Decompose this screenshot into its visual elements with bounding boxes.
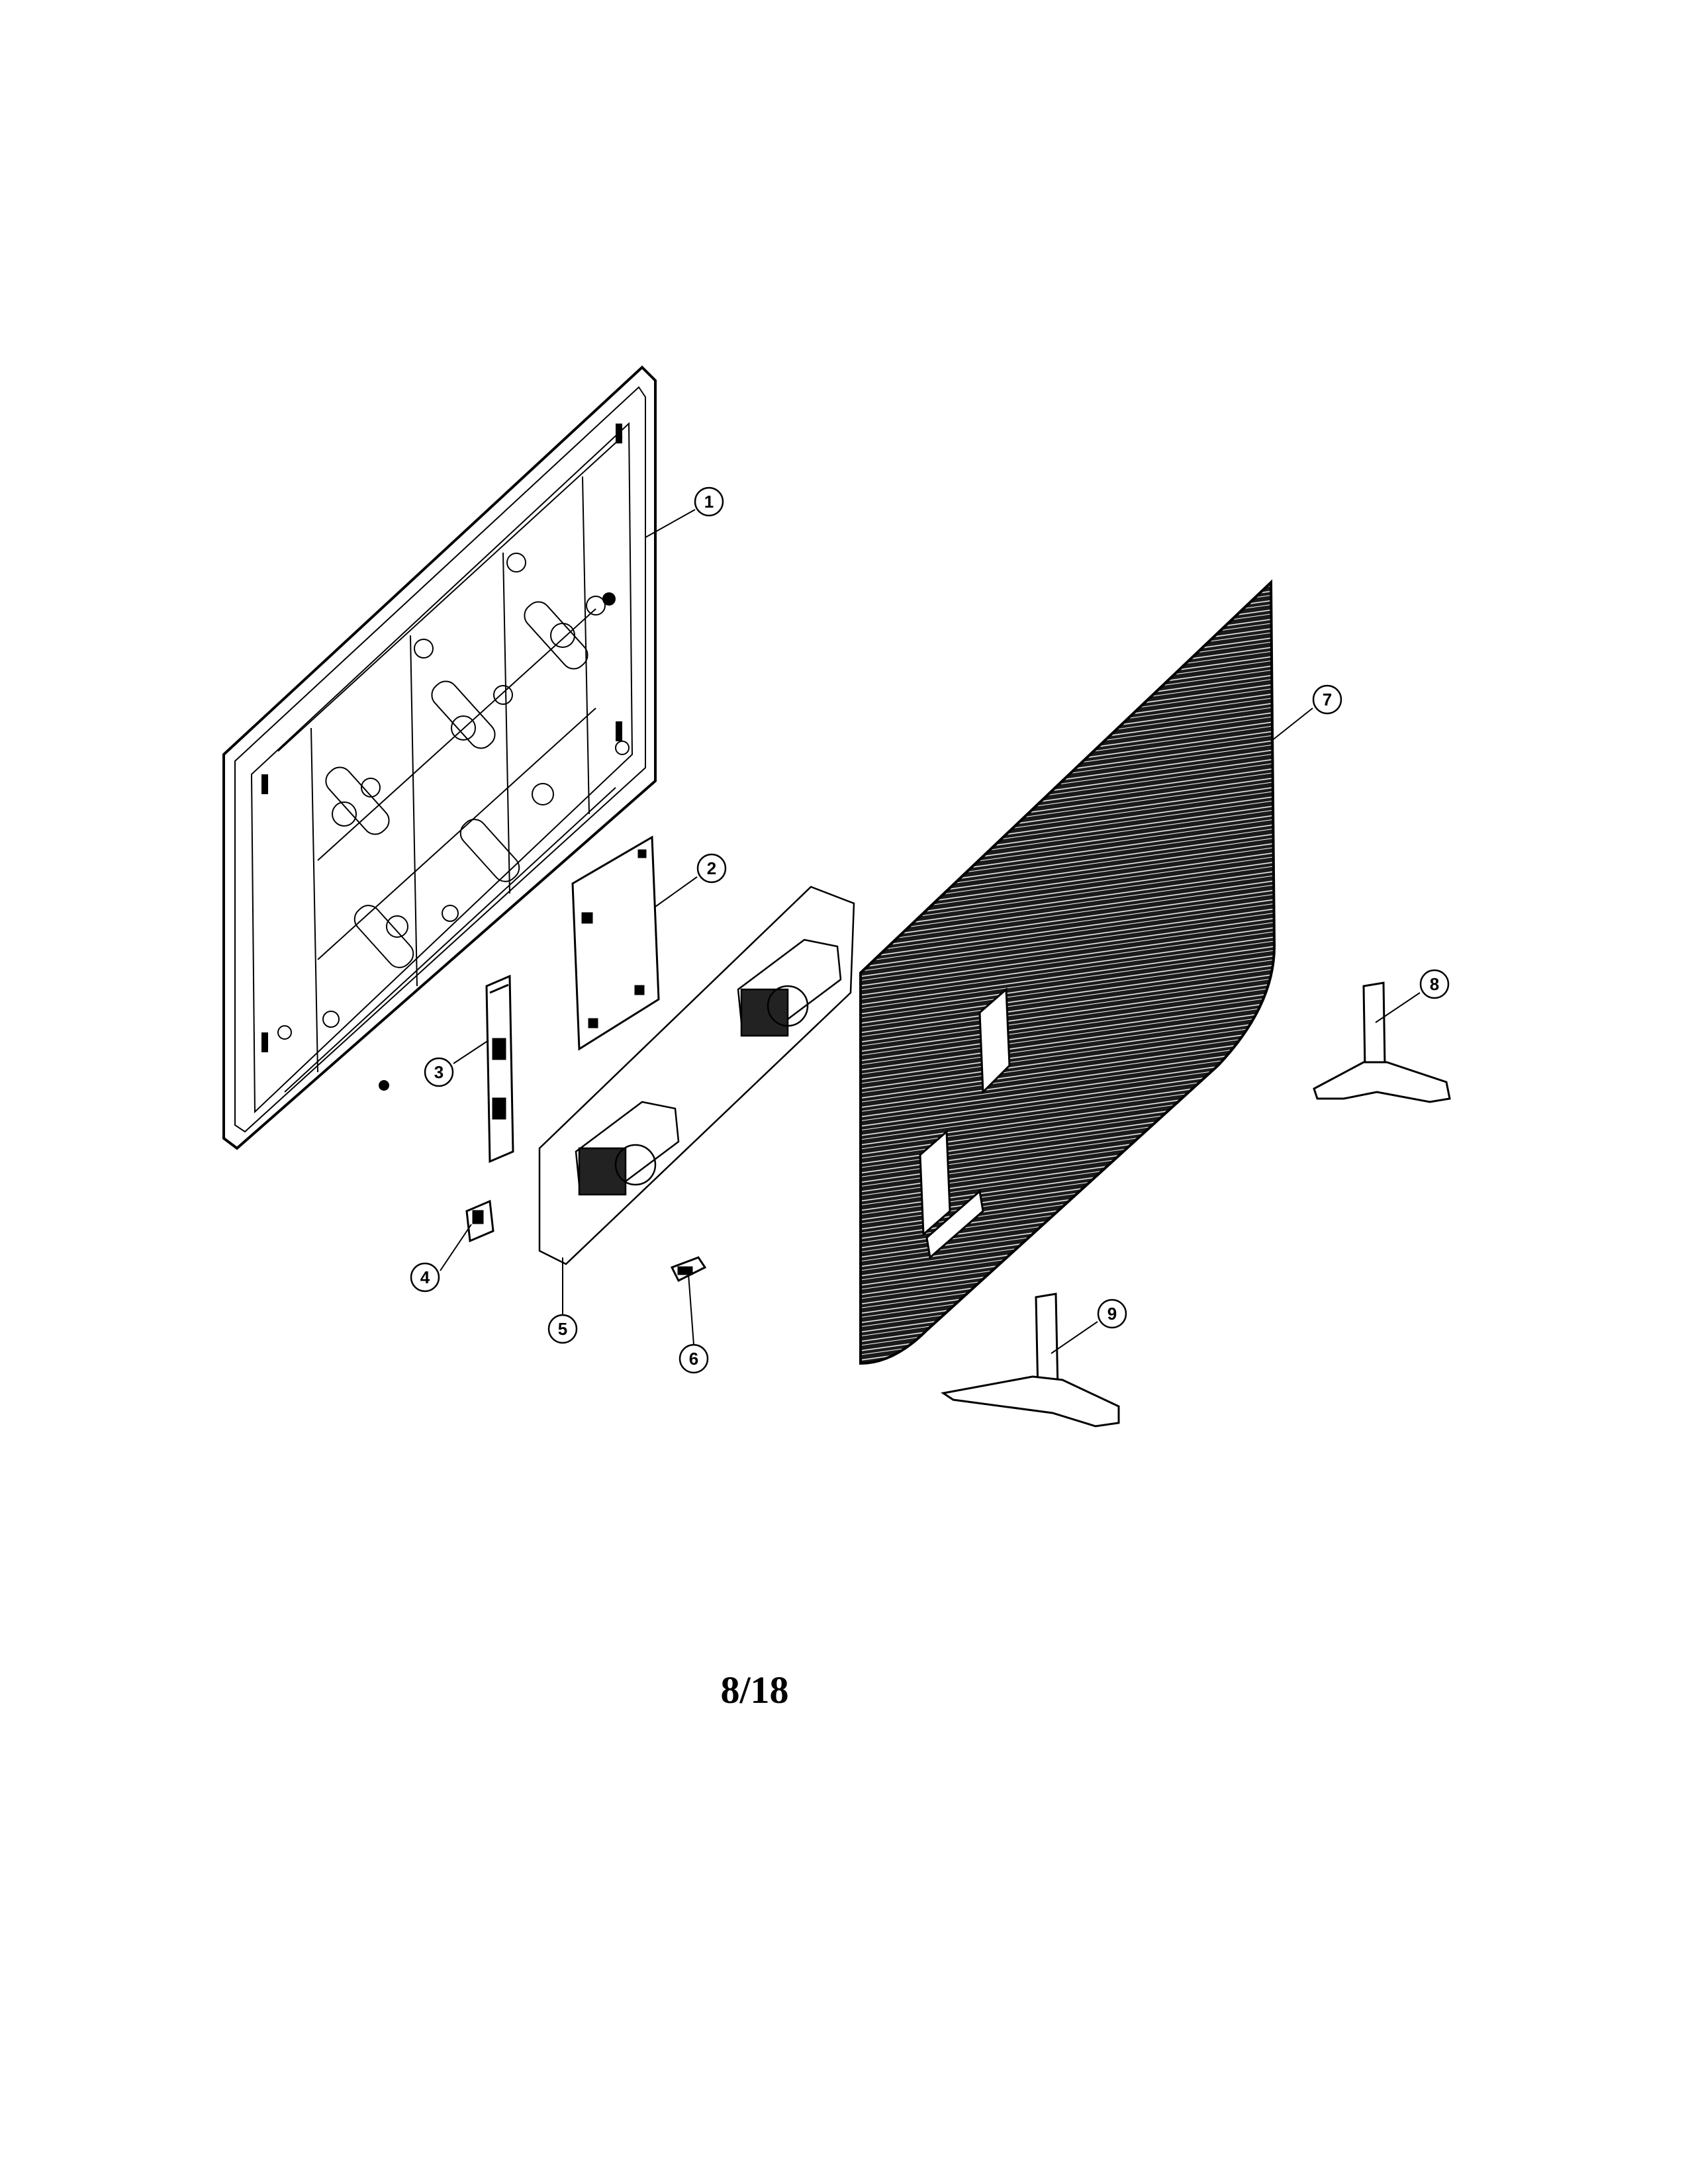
page-number: 8/18 bbox=[720, 1668, 789, 1711]
part-5-speaker-assembly bbox=[538, 886, 855, 1265]
part-4-component bbox=[465, 1199, 494, 1243]
part-3-bracket bbox=[485, 974, 514, 1163]
part-7-rear-cover bbox=[859, 579, 1276, 1365]
svg-text:5: 5 bbox=[558, 1319, 567, 1339]
callout-2: 2 bbox=[696, 853, 727, 884]
part-6-clip bbox=[670, 1256, 707, 1283]
part-9-stand-leg bbox=[941, 1293, 1120, 1428]
callout-4: 4 bbox=[410, 1262, 440, 1293]
callout-3: 3 bbox=[424, 1057, 454, 1087]
svg-text:7: 7 bbox=[1323, 690, 1332, 709]
callout-leaders bbox=[440, 509, 1421, 1354]
svg-text:1: 1 bbox=[704, 492, 714, 512]
callout-9: 9 bbox=[1097, 1298, 1127, 1329]
svg-text:6: 6 bbox=[689, 1349, 698, 1369]
callout-7: 7 bbox=[1312, 684, 1342, 715]
svg-text:2: 2 bbox=[707, 858, 716, 878]
part-1-panel-chassis bbox=[222, 365, 657, 1150]
svg-text:3: 3 bbox=[434, 1062, 444, 1082]
callouts: 1 2 3 4 5 6 7 8 bbox=[410, 486, 1450, 1374]
svg-text:8: 8 bbox=[1430, 974, 1439, 994]
callout-1: 1 bbox=[694, 486, 724, 517]
part-2-board bbox=[571, 835, 660, 1051]
part-8-stand-leg bbox=[1313, 981, 1451, 1103]
callout-5: 5 bbox=[547, 1314, 578, 1344]
svg-text:4: 4 bbox=[420, 1267, 430, 1287]
svg-text:9: 9 bbox=[1107, 1304, 1117, 1324]
callout-8: 8 bbox=[1419, 969, 1450, 999]
callout-6: 6 bbox=[679, 1343, 709, 1374]
